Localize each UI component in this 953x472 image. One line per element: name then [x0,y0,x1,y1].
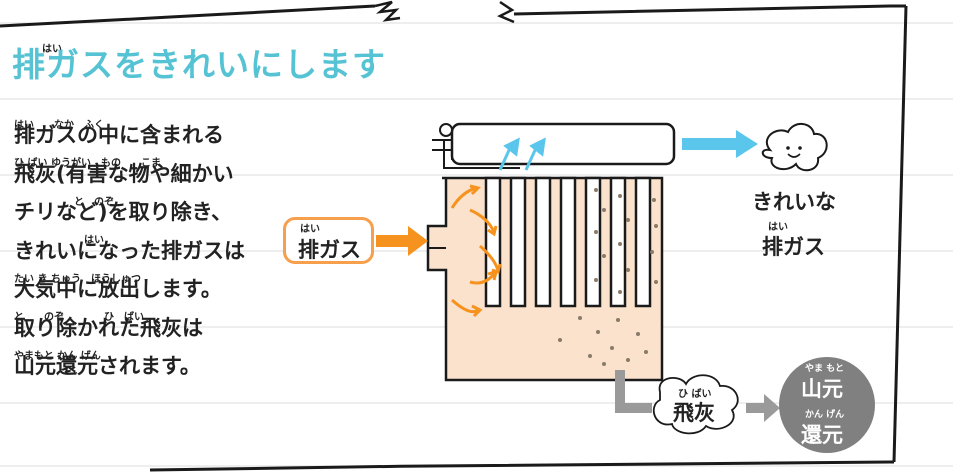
description-text: 排ガスの中に含まれる 飛灰(有害な物や細かい チリなど)を取り除き、 きれいにな… [14,116,274,386]
return-ruby-1: やま もと [805,364,844,374]
filter-bags [484,176,652,308]
gas-in-ruby: はい [300,224,320,235]
gas-in-label-box: はい 排ガス [283,217,374,264]
clean-gas-out-arrow [682,130,758,158]
body-ruby-3: と のぞ [14,197,114,208]
clean-gas-label-line1: きれいな [752,190,836,214]
body-line-3: チリなど)を取り除き、 [14,200,233,224]
ash-label: 飛灰 [673,401,715,425]
return-label-line2: 還元 [801,423,843,447]
smelter-return-circle [779,357,875,453]
title-ruby: はい [42,44,62,55]
page-title: 排ガスをきれいにします [12,45,386,84]
squiggle-icon [374,0,401,22]
ash-cloud-icon [652,374,739,435]
body-line-5: 大気中に放出します。 [14,277,222,301]
body-line-4: きれいになった排ガスは [14,238,245,263]
body-ruby-7: やまもと かん げん [14,351,101,362]
clean-gas-ruby: はい [768,222,788,233]
body-line-2: 飛灰(有害な物や細かい [14,161,234,186]
ash-ruby: ひ ばい [678,389,712,400]
body-line-6: 取り除かれた飛灰は [14,315,203,340]
gas-in-label: 排ガス [298,238,361,262]
clean-gas-label-line2: 排ガス [762,235,825,259]
body-line-1: 排ガスの中に含まれる [14,123,224,147]
return-ruby-2: かん げん [805,410,845,420]
body-ruby-5: たい き ちゅう ほうしゅつ [14,274,141,285]
smiling-cloud-icon [761,123,828,172]
ash-out-arrow [615,370,780,422]
body-ruby-4: はい [14,235,104,246]
body-ruby-1: はい なか ふく [14,120,104,131]
return-label-line1: 山元 [801,377,843,401]
gas-in-arrow [376,226,428,256]
body-line-7: 山元還元されます。 [14,354,201,378]
body-ruby-2: ひ ばい ゆうがい もの こま [14,158,161,169]
body-ruby-6: と のぞ ひ ばい [14,312,144,323]
dust-particles [558,188,658,366]
clean-gas-up-arrows [498,137,546,171]
top-duct [432,122,676,169]
gas-flow-arrows [450,184,502,318]
